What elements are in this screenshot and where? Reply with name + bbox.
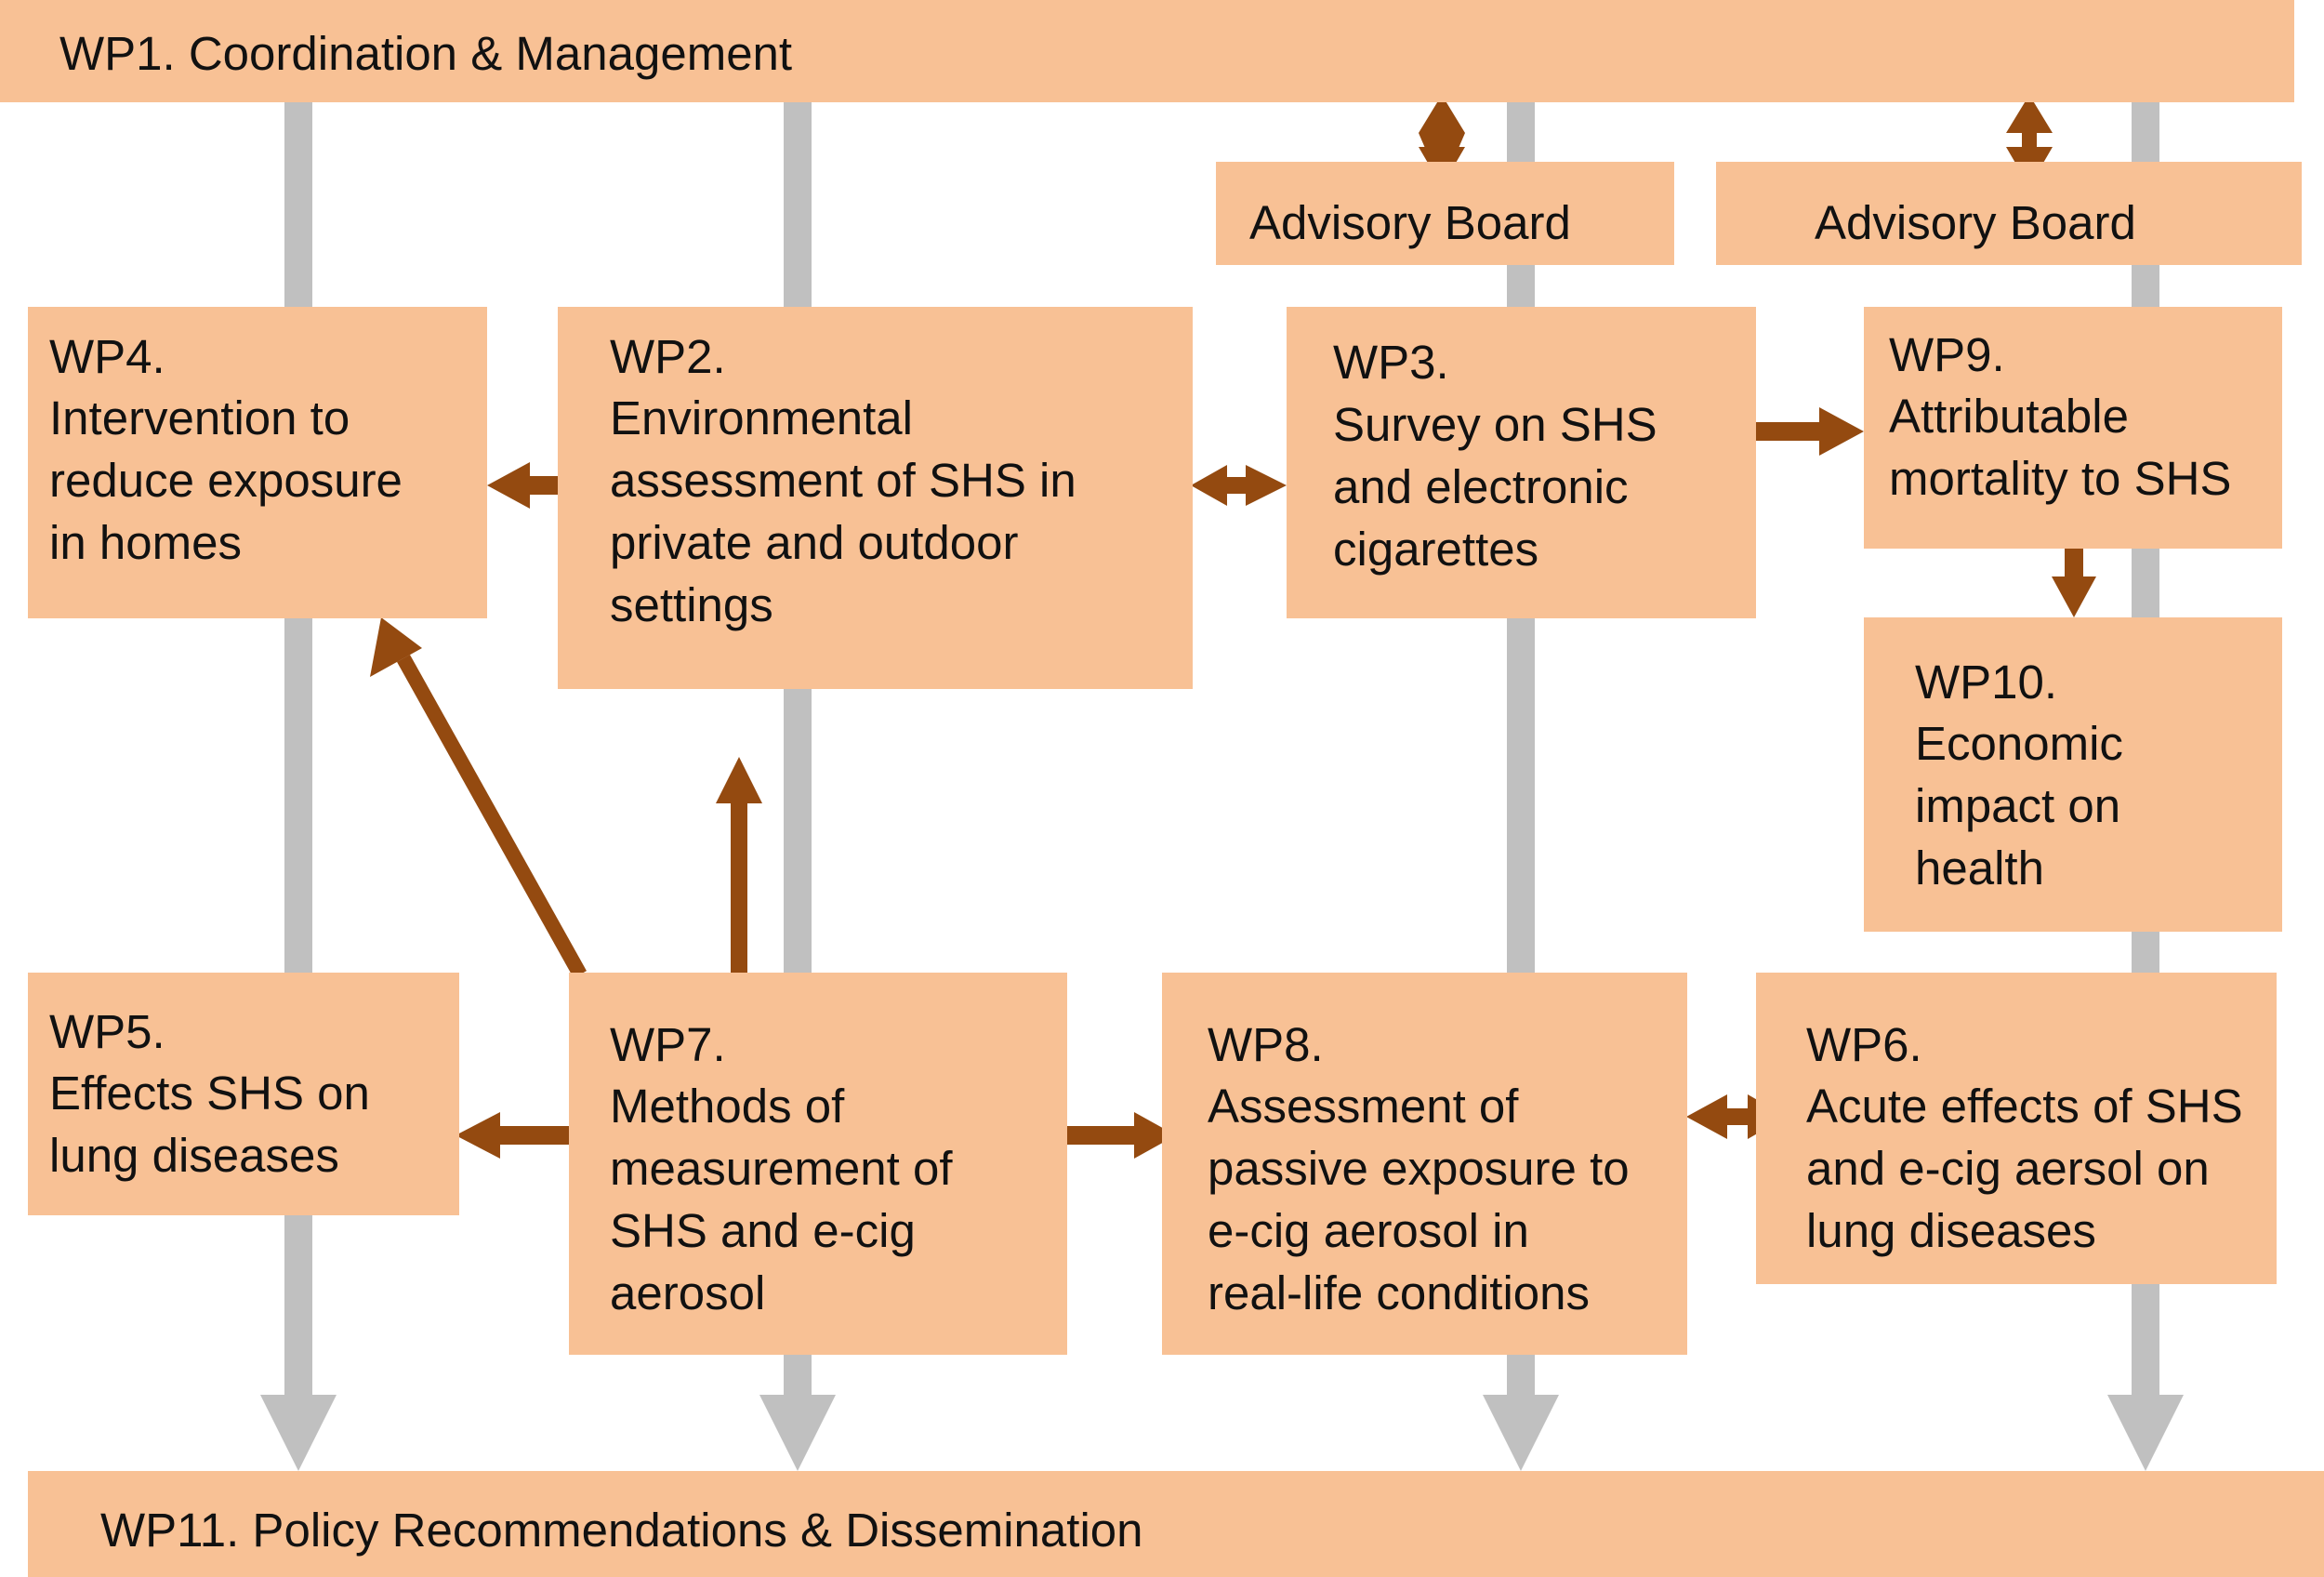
wp11-label: WP11. Policy Recommendations & Dissemina…	[100, 1504, 1143, 1557]
advisory-board-2-label: Advisory Board	[1815, 196, 2136, 249]
arrow-wp7-to-wp8	[1067, 1112, 1176, 1159]
arrow-wp7-to-wp5	[456, 1112, 569, 1159]
arrow-wp7-to-wp4	[370, 617, 587, 978]
arrow-wp3-to-wp9	[1756, 407, 1864, 456]
wp1-label: WP1. Coordination & Management	[59, 27, 793, 80]
wp4-id: WP4.	[49, 330, 165, 383]
wp10-title: Economic impact on health	[1915, 717, 2123, 895]
wp6-title: Acute effects of SHS and e-cig aersol on…	[1806, 1080, 2243, 1257]
wp5-id: WP5.	[49, 1005, 165, 1058]
connector-arrows	[370, 95, 2096, 1159]
wp5-box: WP5. Effects SHS on lung diseases	[28, 973, 459, 1215]
wp6-box: WP6. Acute effects of SHS and e-cig aers…	[1756, 973, 2277, 1284]
arrow-wp2-wp3	[1191, 465, 1287, 506]
wp8-id: WP8.	[1208, 1018, 1324, 1071]
wp4-title: Intervention to reduce exposure in homes	[49, 391, 403, 569]
wp1-banner: WP1. Coordination & Management	[0, 0, 2294, 102]
wp6-id: WP6.	[1806, 1018, 1922, 1071]
wp11-banner: WP11. Policy Recommendations & Dissemina…	[28, 1471, 2324, 1577]
wp3-title: Survey on SHS and electronic cigarettes	[1333, 398, 1657, 576]
wp8-title: Assessment of passive exposure to e-cig …	[1208, 1080, 1630, 1319]
wp9-title: Attributable mortality to SHS	[1889, 390, 2232, 505]
wp3-id: WP3.	[1333, 336, 1449, 389]
wp10-id: WP10.	[1915, 656, 2058, 709]
wp7-id: WP7.	[610, 1018, 726, 1071]
advisory-board-1-label: Advisory Board	[1249, 196, 1571, 249]
arrow-wp2-to-wp4	[487, 462, 567, 509]
wp5-title: Effects SHS on lung diseases	[49, 1067, 370, 1182]
wp10-box: WP10. Economic impact on health	[1864, 617, 2282, 932]
arrow-wp9-to-wp10	[2052, 549, 2096, 617]
wp2-title: Environmental assessment of SHS in priva…	[610, 391, 1076, 631]
wp4-box: WP4. Intervention to reduce exposure in …	[28, 307, 487, 618]
wp7-title: Methods of measurement of SHS and e-cig …	[610, 1080, 953, 1319]
arrow-wp7-to-wp2	[716, 757, 762, 974]
wp7-box: WP7. Methods of measurement of SHS and e…	[569, 973, 1067, 1355]
wp2-box: WP2. Environmental assessment of SHS in …	[558, 307, 1193, 689]
wp2-id: WP2.	[610, 330, 726, 383]
advisory-board-1: Advisory Board	[1216, 162, 1674, 265]
wp9-id: WP9.	[1889, 328, 2005, 381]
advisory-board-2: Advisory Board	[1716, 162, 2302, 265]
wp3-box: WP3. Survey on SHS and electronic cigare…	[1287, 307, 1756, 618]
wp9-box: WP9. Attributable mortality to SHS	[1864, 307, 2282, 549]
wp8-box: WP8. Assessment of passive exposure to e…	[1162, 973, 1687, 1355]
